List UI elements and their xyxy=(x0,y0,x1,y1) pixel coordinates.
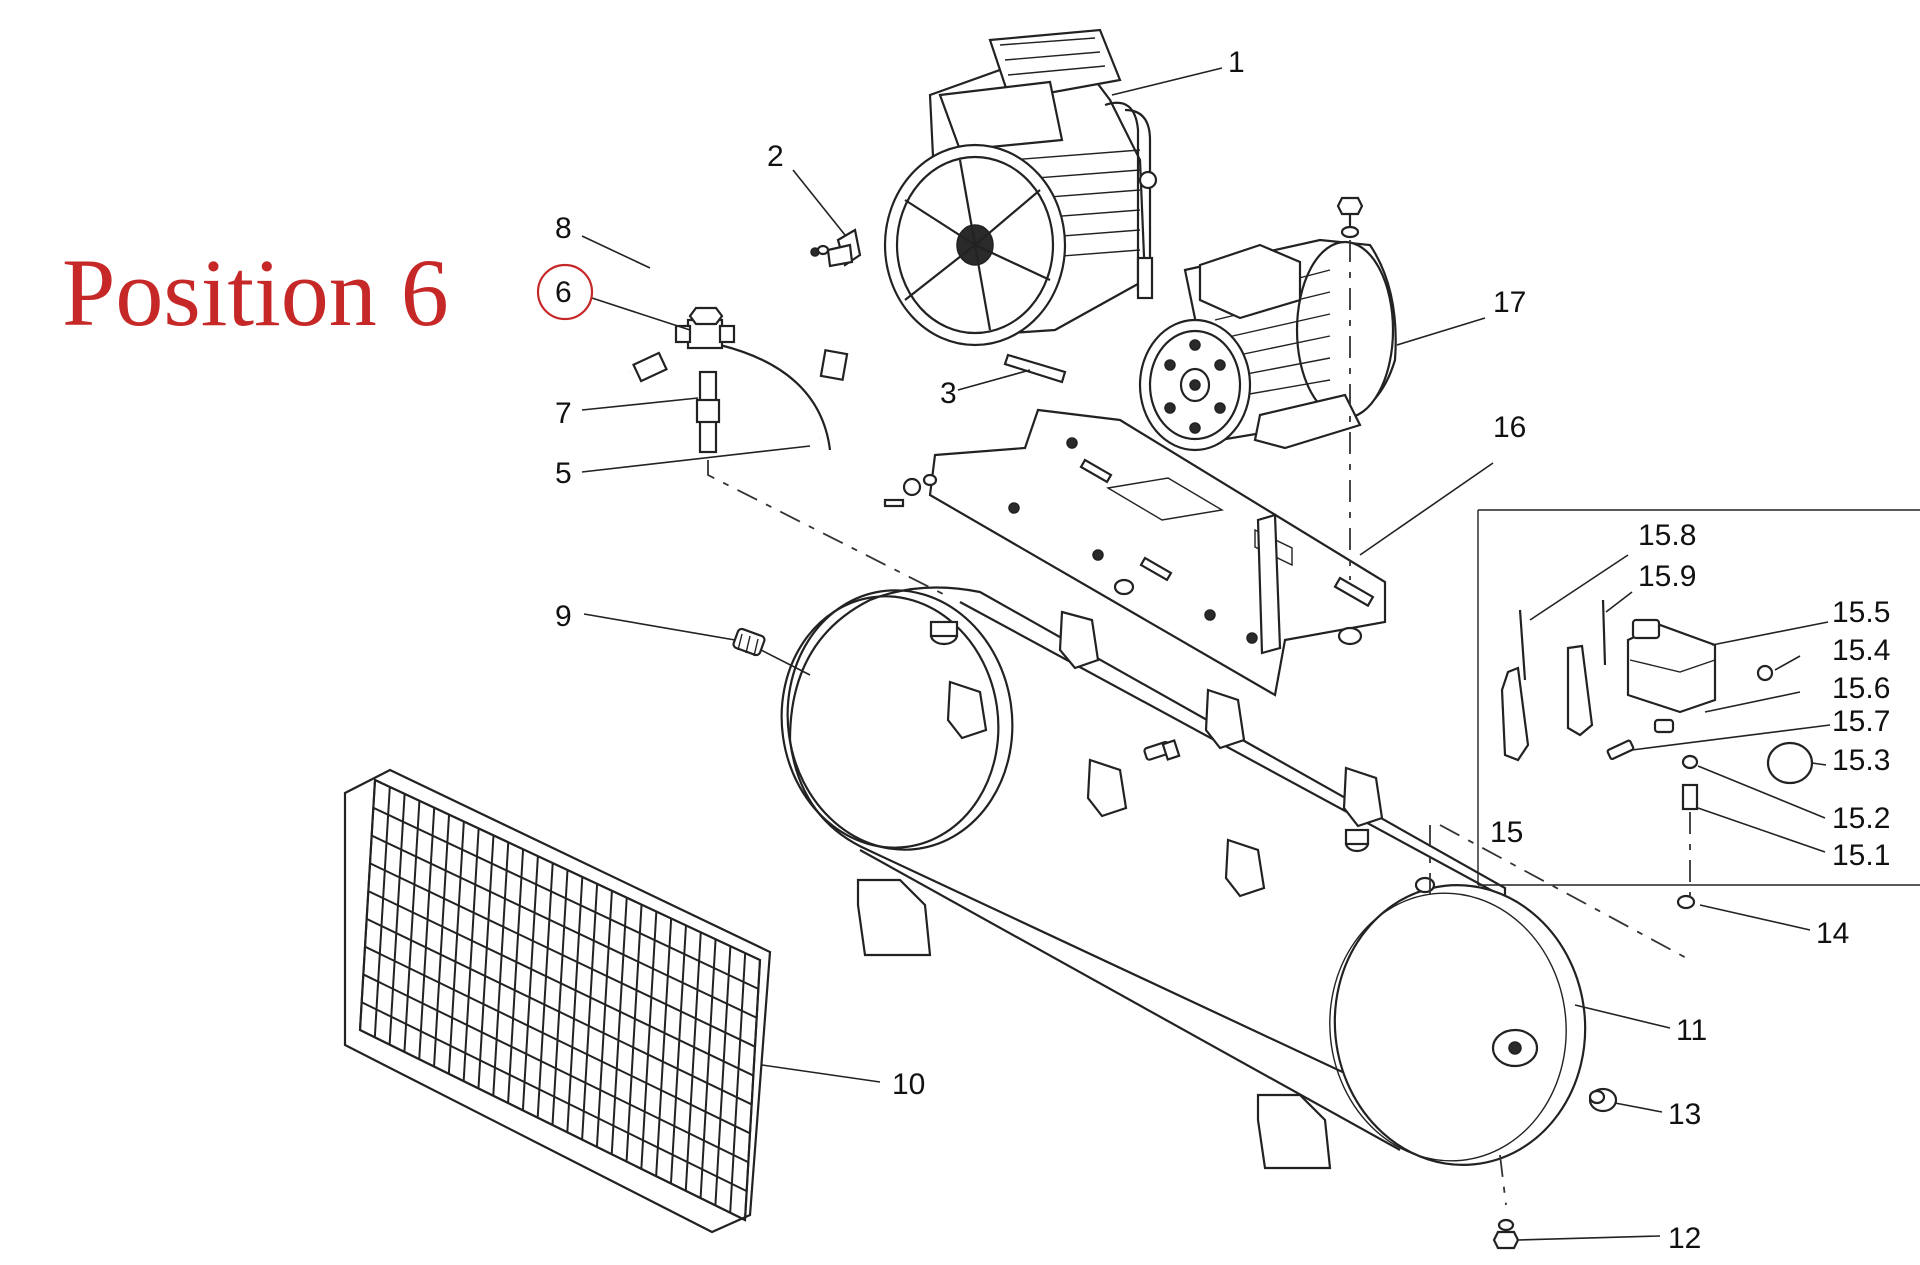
grille-wire-vertical xyxy=(684,932,702,1191)
label-15-4: 15.4 xyxy=(1832,634,1890,667)
grille-wire-vertical xyxy=(447,821,465,1074)
bracket xyxy=(810,228,862,268)
grille-wire-vertical xyxy=(521,856,539,1111)
grille-wire-vertical xyxy=(492,842,510,1096)
label-6: 6 xyxy=(555,276,572,309)
label-15-7: 15.7 xyxy=(1832,705,1890,738)
grille-wire-horizontal xyxy=(369,862,756,1048)
grille-wire-horizontal xyxy=(361,1001,748,1193)
label-11: 11 xyxy=(1676,1014,1707,1047)
label-10: 10 xyxy=(892,1068,925,1101)
delivery-pipe xyxy=(606,258,849,441)
grille-wire-horizontal xyxy=(359,1029,746,1221)
label-7: 7 xyxy=(555,397,572,430)
pressure-switch-group xyxy=(1477,509,1920,886)
label-15-9: 15.9 xyxy=(1638,560,1696,593)
label-15-6: 15.6 xyxy=(1832,672,1890,705)
grille-wire-vertical xyxy=(373,786,391,1038)
grille-wire-horizontal xyxy=(371,834,758,1019)
plug xyxy=(1588,1087,1618,1113)
drain-valve xyxy=(1492,1218,1520,1250)
label-15: 15 xyxy=(1490,816,1523,849)
grille-wire-horizontal xyxy=(366,917,753,1106)
nipple xyxy=(695,370,721,454)
grille-wire-vertical xyxy=(507,849,525,1104)
electric-motor xyxy=(1138,238,1397,452)
flexible-tube xyxy=(719,343,832,451)
grille-wire-vertical xyxy=(581,883,599,1140)
check-valve xyxy=(674,306,736,350)
label-1: 1 xyxy=(1228,46,1245,79)
assembly-lines xyxy=(707,240,1691,1206)
label-15-5: 15.5 xyxy=(1832,596,1890,629)
shaft-key xyxy=(1003,353,1067,384)
tank-bolt xyxy=(1143,739,1181,761)
label-8: 8 xyxy=(555,212,572,245)
grille-wires xyxy=(359,779,761,1221)
label-9: 9 xyxy=(555,600,572,633)
grille-wire-vertical xyxy=(714,946,732,1206)
belt-guard-grille xyxy=(343,768,772,1234)
label-14: 14 xyxy=(1816,917,1849,950)
part-labels: 1 2 3 5 6 7 8 9 10 11 12 13 14 15 15.1 1… xyxy=(555,46,1890,1255)
grille-wire-vertical xyxy=(625,904,643,1162)
air-tank xyxy=(780,586,1587,1170)
grille-wire-vertical xyxy=(729,953,747,1213)
grille-wire-vertical xyxy=(744,959,761,1221)
part-6-highlight-circle xyxy=(536,263,594,321)
grille-wire-vertical xyxy=(433,814,451,1067)
label-2: 2 xyxy=(767,140,784,173)
grille-wire-vertical xyxy=(551,869,569,1126)
label-3: 3 xyxy=(940,377,957,410)
grille-wire-vertical xyxy=(699,939,717,1199)
label-15-8: 15.8 xyxy=(1638,519,1696,552)
grille-wire-horizontal xyxy=(374,779,761,961)
grille-wire-horizontal xyxy=(372,806,759,990)
position-heading: Position 6 xyxy=(62,239,449,346)
grille-wire-vertical xyxy=(418,807,436,1060)
grille-wire-vertical xyxy=(403,800,421,1052)
grille-wire-vertical xyxy=(566,876,584,1133)
label-15-3: 15.3 xyxy=(1832,744,1890,777)
grille-wire-vertical xyxy=(477,835,495,1089)
compressor-pump xyxy=(883,28,1158,347)
grille-wire-vertical xyxy=(536,863,554,1118)
label-15-2: 15.2 xyxy=(1832,802,1890,835)
leader-lines xyxy=(581,67,1831,1241)
grille-wire-horizontal xyxy=(364,945,751,1135)
grille-wire-horizontal xyxy=(362,973,749,1164)
motor-base-plate xyxy=(883,408,1387,697)
grille-wire-vertical xyxy=(610,897,628,1155)
grille-wire-vertical xyxy=(462,828,480,1082)
label-13: 13 xyxy=(1668,1098,1701,1131)
label-12: 12 xyxy=(1668,1222,1701,1255)
grille-wire-horizontal xyxy=(367,890,754,1077)
grille-wire-vertical xyxy=(359,779,376,1031)
label-17: 17 xyxy=(1493,286,1526,319)
grille-wire-vertical xyxy=(655,918,673,1177)
label-16: 16 xyxy=(1493,411,1526,444)
grille-wire-vertical xyxy=(669,925,687,1184)
label-15-1: 15.1 xyxy=(1832,839,1890,872)
grille-wire-vertical xyxy=(388,793,406,1045)
grille-wire-vertical xyxy=(640,911,658,1169)
fitting xyxy=(732,627,766,657)
label-5: 5 xyxy=(555,457,572,490)
grille-wire-vertical xyxy=(595,890,613,1147)
washer xyxy=(1676,894,1696,910)
motor-bolt xyxy=(1336,196,1364,239)
